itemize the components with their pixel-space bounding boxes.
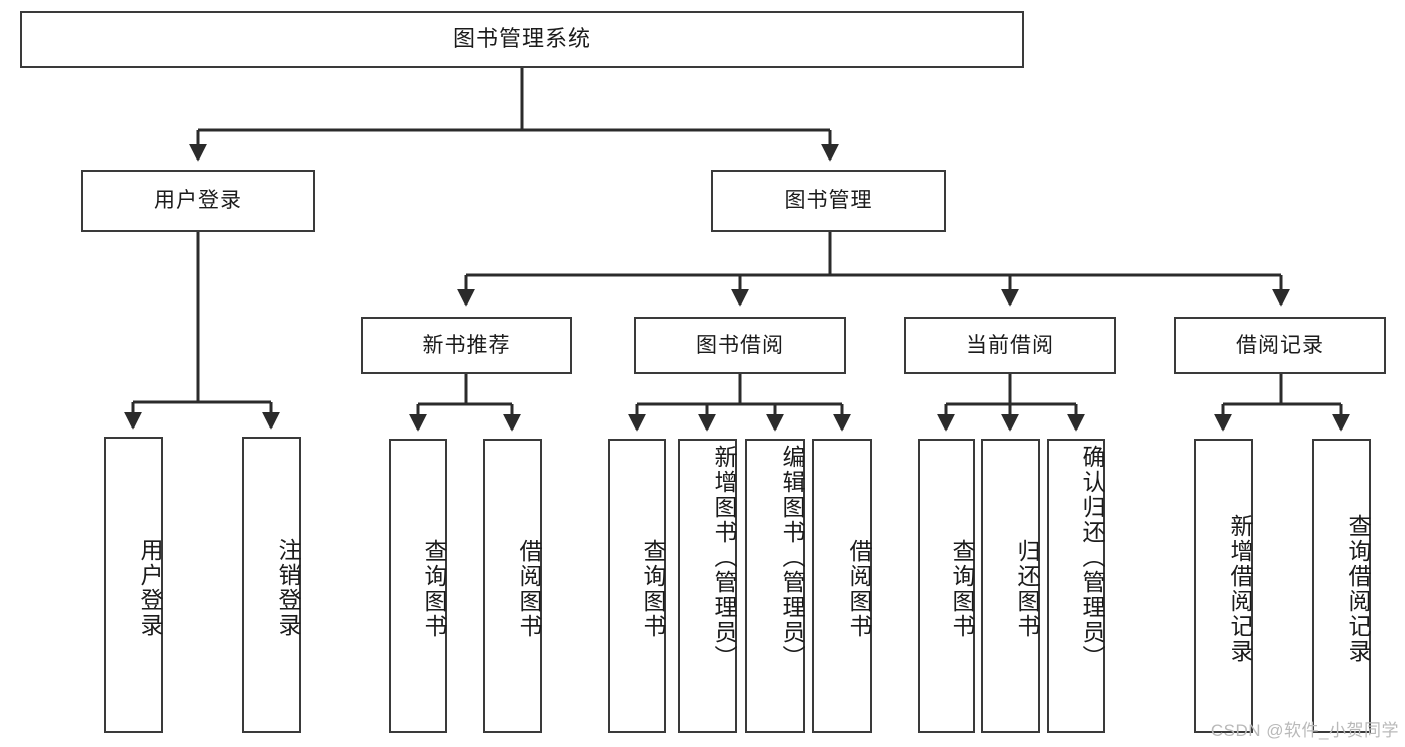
node-label: 图书管理 [784,189,873,213]
node-label: 查询图书 [640,539,666,639]
leaf-borrow-record-add-record[interactable]: 新增借阅记录 [1194,439,1253,733]
node-label: 归还图书 [1014,539,1040,639]
leaf-current-borrow-query-book[interactable]: 查询图书 [918,439,975,733]
node-label: 借阅图书 [846,539,872,639]
leaf-book-borrow-edit-book-admin[interactable]: 编辑图书（管理员） [745,439,805,733]
node-label: 图书借阅 [696,333,784,357]
node-label: 用户登录 [137,538,163,638]
node-label: 确认归还（管理员） [1079,445,1105,670]
leaf-current-borrow-confirm-return-admin[interactable]: 确认归还（管理员） [1047,439,1105,733]
node-label: 编辑图书（管理员） [779,445,805,670]
node-label: 图书管理系统 [452,26,591,52]
node-label: 查询图书 [421,539,447,639]
node-label: 注销登录 [275,538,301,638]
node-label: 借阅图书 [516,539,542,639]
node-borrow-record[interactable]: 借阅记录 [1174,317,1386,374]
node-label: 借阅记录 [1236,333,1324,357]
leaf-current-borrow-return-book[interactable]: 归还图书 [981,439,1040,733]
node-new-book-recommend[interactable]: 新书推荐 [361,317,572,374]
node-label: 新增借阅记录 [1227,514,1253,664]
leaf-new-book-borrow-book[interactable]: 借阅图书 [483,439,542,733]
node-label: 查询借阅记录 [1345,514,1371,664]
leaf-new-book-query-book[interactable]: 查询图书 [389,439,447,733]
leaf-book-borrow-add-book-admin[interactable]: 新增图书（管理员） [678,439,737,733]
node-current-borrow[interactable]: 当前借阅 [904,317,1116,374]
leaf-book-borrow-query-book[interactable]: 查询图书 [608,439,666,733]
leaf-user-login-logout[interactable]: 注销登录 [242,437,301,733]
node-book-borrow[interactable]: 图书借阅 [634,317,846,374]
leaf-user-login-login[interactable]: 用户登录 [104,437,163,733]
node-label: 新增图书（管理员） [711,445,737,670]
node-label: 用户登录 [154,189,242,213]
node-label: 查询图书 [949,539,975,639]
node-user-login[interactable]: 用户登录 [81,170,315,232]
node-label: 新书推荐 [422,333,511,357]
csdn-watermark: CSDN @软件_小贺同学 [1210,721,1399,740]
node-root-book-management-system[interactable]: 图书管理系统 [20,11,1024,68]
leaf-borrow-record-query-record[interactable]: 查询借阅记录 [1312,439,1371,733]
leaf-book-borrow-borrow-book[interactable]: 借阅图书 [812,439,872,733]
node-label: 当前借阅 [966,333,1054,357]
node-book-management[interactable]: 图书管理 [711,170,946,232]
